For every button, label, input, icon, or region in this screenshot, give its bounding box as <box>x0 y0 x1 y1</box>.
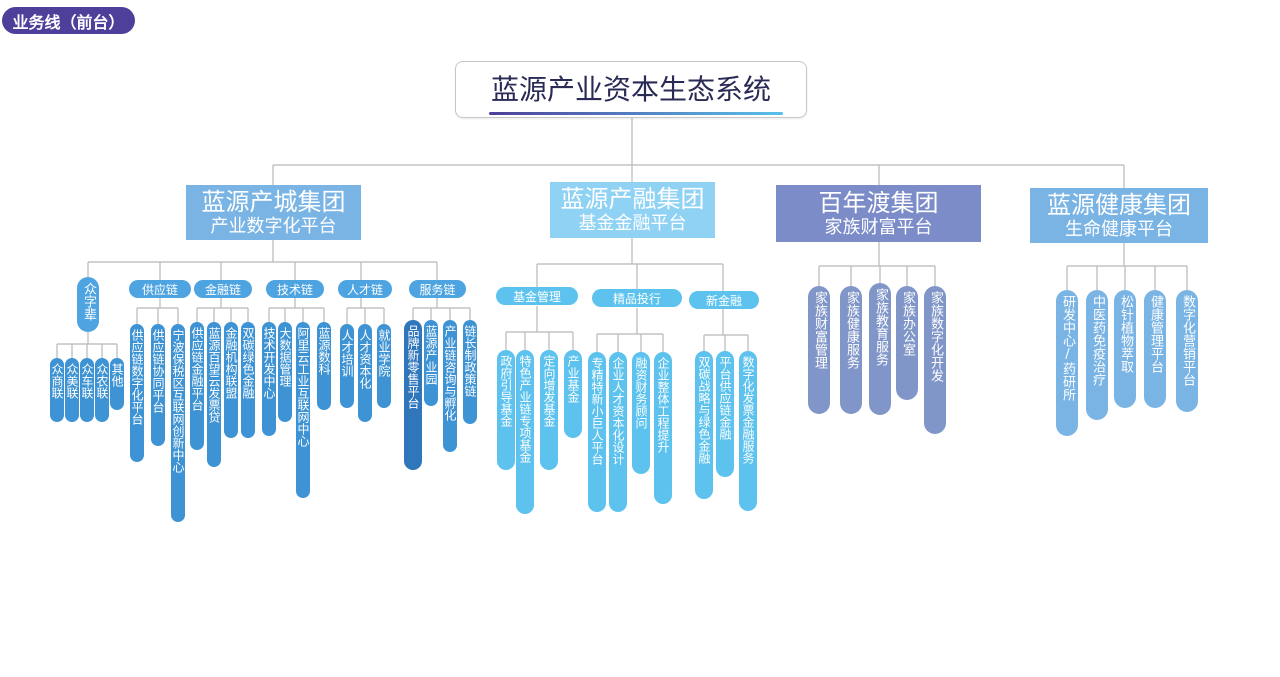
list-item-finance: 供应链金融平台 <box>190 322 204 450</box>
category-supply-chain: 供应链 <box>129 280 191 298</box>
group-health: 蓝源健康集团 生命健康平台 <box>1030 188 1208 243</box>
root-title: 蓝源产业资本生态系统 <box>488 68 784 115</box>
list-item-newfin: 双碳战略与绿色金融 <box>695 351 713 499</box>
business-line-badge: 业务线（前台） <box>2 7 135 34</box>
list-item-newfin: 平台供应链金融 <box>716 351 734 477</box>
category-service-chain: 服务链 <box>409 280 466 298</box>
list-item-service: 产业链咨询与孵化 <box>443 320 457 452</box>
group-subtitle: 基金金融平台 <box>578 213 687 234</box>
list-item-health: 研发中心/药研所 <box>1056 290 1078 436</box>
list-item-service: 蓝源产业园 <box>424 320 438 406</box>
list-item-finance: 双碳绿色金融 <box>241 322 255 438</box>
list-item-newfin: 数字化发票金融服务 <box>739 351 757 511</box>
list-item-fund: 产业基金 <box>564 350 582 438</box>
list-item-health: 数字化营销平台 <box>1176 290 1198 412</box>
list-item-family: 家族财富管理 <box>808 286 830 414</box>
list-item-supply: 宁波保税区互联网创新中心 <box>171 324 185 522</box>
list-item-family: 家族教育服务 <box>869 283 891 415</box>
group-subtitle: 产业数字化平台 <box>210 215 337 237</box>
list-item-finance: 金融机构联盟 <box>224 322 238 438</box>
list-item-finance: 蓝源百望云发票贷 <box>207 322 221 467</box>
group-title: 百年渡集团 <box>818 188 939 217</box>
list-item-zhong: 众商联 <box>50 358 64 422</box>
category-investment-bank: 精品投行 <box>592 289 682 307</box>
group-chancheng: 蓝源产城集团 产业数字化平台 <box>186 185 361 240</box>
list-item-health: 松针植物萃取 <box>1114 290 1136 408</box>
root-node: 蓝源产业资本生态系统 <box>455 61 807 118</box>
list-item-fund: 特色产业链专项基金 <box>516 350 534 514</box>
list-item-fund: 政府引导基金 <box>497 350 515 470</box>
list-item-talent: 人才培训 <box>340 324 354 408</box>
group-title: 蓝源产城集团 <box>201 187 346 216</box>
list-item-health: 中医药免疫治疗 <box>1086 290 1108 420</box>
list-item-supply: 供应链数字化平台 <box>130 324 144 462</box>
list-item-talent: 就业学院 <box>377 324 391 408</box>
group-bainiandu: 百年渡集团 家族财富平台 <box>776 185 981 242</box>
category-tech-chain: 技术链 <box>266 280 324 298</box>
list-item-ib: 企业人才资本化设计 <box>609 352 627 512</box>
list-item-health: 健康管理平台 <box>1144 290 1166 408</box>
list-item-tech: 蓝源数科 <box>317 322 331 410</box>
list-item-ib: 融资财务顾问 <box>632 352 650 474</box>
group-subtitle: 家族财富平台 <box>824 216 933 238</box>
list-item-service: 品牌新零售平台 <box>404 320 422 470</box>
list-item-tech: 阿里云工业互联网中心 <box>296 322 310 498</box>
list-item-family: 家族数字化开发 <box>924 286 946 434</box>
list-item-talent: 人才资本化 <box>358 324 372 422</box>
category-finance-chain: 金融链 <box>194 280 252 298</box>
list-item-zhong: 众美联 <box>65 358 79 422</box>
list-item-tech: 大数据管理 <box>278 322 292 422</box>
list-item-ib: 企业整体工程提升 <box>654 352 672 504</box>
category-fund-management: 基金管理 <box>496 287 578 305</box>
group-title: 蓝源健康集团 <box>1047 190 1191 219</box>
group-chanrong: 蓝源产融集团 基金金融平台 <box>550 182 715 238</box>
group-subtitle: 生命健康平台 <box>1065 218 1173 240</box>
list-item-service: 链长制政策链 <box>463 320 477 424</box>
list-item-zhong: 其他 <box>110 358 124 410</box>
list-item-family: 家族健康服务 <box>840 286 862 414</box>
list-item-supply: 供应链协同平台 <box>151 324 165 446</box>
category-talent-chain: 人才链 <box>338 280 392 298</box>
category-zhongzibei: 众字辈 <box>77 277 99 332</box>
list-item-family: 家族办公室 <box>896 286 918 400</box>
group-title: 蓝源产融集团 <box>560 185 705 213</box>
list-item-zhong: 众车联 <box>80 358 94 422</box>
category-new-finance: 新金融 <box>689 291 759 309</box>
list-item-ib: 专精特新小巨人平台 <box>588 352 606 512</box>
list-item-zhong: 众农联 <box>95 358 109 422</box>
list-item-fund: 定向增发基金 <box>540 350 558 470</box>
list-item-tech: 技术开发中心 <box>262 322 276 436</box>
